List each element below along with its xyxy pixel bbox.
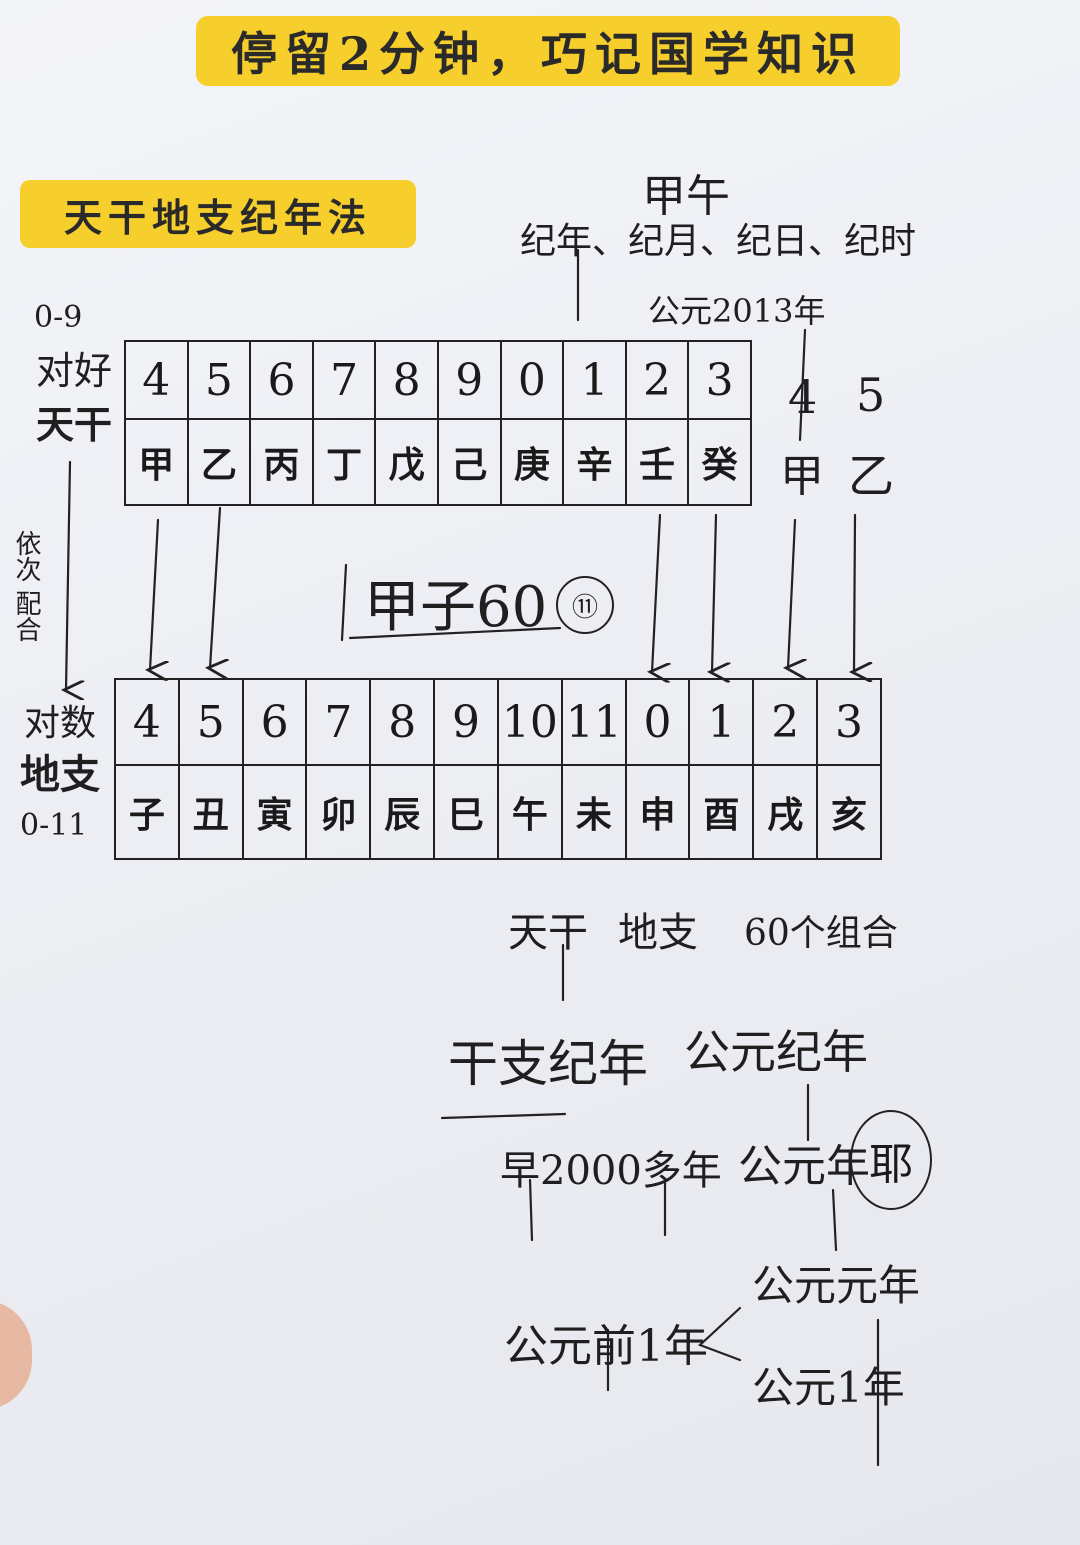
branch-char: 午 xyxy=(496,764,563,860)
branch-char: 申 xyxy=(624,764,691,860)
stem-number: 0 xyxy=(499,340,565,420)
branch-number: 2 xyxy=(752,678,819,766)
stem-char: 丁 xyxy=(311,418,377,506)
arrow-extra-yi xyxy=(854,513,855,672)
note-early-2000: 早2000多年 xyxy=(500,1148,722,1194)
stem-number: 5 xyxy=(186,340,252,420)
branch-number: 5 xyxy=(177,678,244,766)
stem-number: 1 xyxy=(562,340,627,420)
extra-stem-number: 4 xyxy=(788,370,818,424)
branch-number: 7 xyxy=(305,678,372,766)
arrow-stem-to-branch-jia xyxy=(150,518,158,670)
jiazi-left-bar xyxy=(340,563,348,642)
stems-label: 天干 xyxy=(36,403,113,447)
branch-char: 卯 xyxy=(305,764,372,860)
page-title-banner: 停留2分钟，巧记国学知识 xyxy=(196,16,900,86)
branch-number: 3 xyxy=(816,678,882,766)
branches-scribble: 对数 xyxy=(24,703,97,744)
branch-char: 亥 xyxy=(816,764,882,860)
branch-char: 寅 xyxy=(241,764,308,860)
branch-number: 8 xyxy=(369,678,436,766)
note-tiangan: 天干 xyxy=(508,910,588,956)
branch-number: 10 xyxy=(496,678,563,766)
side-note: 依次 配合 xyxy=(11,530,41,643)
stem-number: 4 xyxy=(124,340,189,420)
jiazi-underline xyxy=(348,626,562,640)
arrow-stem-to-branch-yi xyxy=(210,506,220,668)
note-sixty-combos: 60个组合 xyxy=(744,913,898,954)
extra-stem-number: 5 xyxy=(856,368,886,422)
branch-number: 0 xyxy=(624,678,691,766)
stem-char: 戊 xyxy=(374,418,439,506)
stem-char: 甲 xyxy=(124,418,189,506)
stem-char: 癸 xyxy=(687,418,752,506)
branch-number: 11 xyxy=(560,678,627,766)
note-gongyuan-dating: 公元纪年 xyxy=(684,1025,868,1079)
stroke-2013-down xyxy=(798,328,807,442)
arrow-stem-to-branch-ren xyxy=(652,513,660,672)
stem-number: 2 xyxy=(624,340,690,420)
note-yuan-year: 公元元年 xyxy=(752,1261,921,1310)
stems-char-row: 甲 乙 丙 丁 戊 己 庚 辛 壬 癸 xyxy=(124,418,752,506)
branch-number: 4 xyxy=(114,678,180,766)
stems-scribble: 对好 xyxy=(36,349,113,393)
page-title: 停留2分钟，巧记国学知识 xyxy=(230,27,865,81)
jiazi-circle: ⑪ xyxy=(556,576,614,634)
extra-stem-char: 乙 xyxy=(848,449,894,503)
stem-number: 7 xyxy=(311,340,377,420)
stem-char: 壬 xyxy=(624,418,690,506)
note-dating-methods: 纪年、纪月、纪日、纪时 xyxy=(520,221,917,262)
stroke-gongyuan-year-down xyxy=(831,1188,838,1252)
branch-number: 6 xyxy=(241,678,308,766)
jiazi-circle-text: ⑪ xyxy=(571,592,598,623)
branches-char-row: 子 丑 寅 卯 辰 巳 午 未 申 酉 戌 亥 xyxy=(114,764,882,860)
stems-number-row: 4 5 6 7 8 9 0 1 2 3 xyxy=(124,340,752,420)
branch-char: 辰 xyxy=(369,764,436,860)
branch-number: 9 xyxy=(433,678,499,766)
branch-number: 1 xyxy=(688,678,755,766)
branch-char: 未 xyxy=(560,764,627,860)
stem-number: 3 xyxy=(687,340,752,420)
section-title-banner: 天干地支纪年法 xyxy=(20,180,416,248)
stem-char: 乙 xyxy=(186,418,252,506)
section-title: 天干地支纪年法 xyxy=(63,194,372,240)
ganzhi-underline xyxy=(440,1112,567,1120)
note-dizhi: 地支 xyxy=(618,910,698,956)
stem-char: 己 xyxy=(436,418,502,506)
note-one-year: 公元1年 xyxy=(752,1363,905,1412)
note-jiazi: 甲子60 xyxy=(364,575,548,640)
stem-char: 庚 xyxy=(499,418,565,506)
ye-circle: 耶 xyxy=(850,1110,932,1210)
stem-char: 辛 xyxy=(562,418,627,506)
arrow-left-vertical xyxy=(66,460,70,690)
stem-number: 6 xyxy=(249,340,314,420)
branches-label: 地支 xyxy=(20,752,100,798)
arrow-stem-to-branch-gui xyxy=(712,513,716,672)
ye-circle-text: 耶 xyxy=(869,1139,913,1190)
stems-range-note: 0-9 xyxy=(34,300,83,335)
stem-number: 9 xyxy=(436,340,502,420)
note-gongyuan-year: 公元年 xyxy=(738,1141,870,1192)
note-jiawu: 甲午 xyxy=(642,171,730,222)
branch-char: 戌 xyxy=(752,764,819,860)
earthly-branches-table: 4 5 6 7 8 9 10 11 0 1 2 3 子 丑 寅 卯 辰 巳 午 … xyxy=(114,678,882,860)
branches-number-row: 4 5 6 7 8 9 10 11 0 1 2 3 xyxy=(114,678,882,766)
note-ganzhi-dating: 干支纪年 xyxy=(448,1035,648,1093)
heavenly-stems-table: 4 5 6 7 8 9 0 1 2 3 甲 乙 丙 丁 戊 己 庚 辛 壬 癸 xyxy=(124,340,752,506)
branch-char: 巳 xyxy=(433,764,499,860)
stem-number: 8 xyxy=(374,340,439,420)
note-year-2013: 公元2013年 xyxy=(648,292,826,330)
stem-char: 丙 xyxy=(249,418,314,506)
branch-char: 酉 xyxy=(688,764,755,860)
branch-char: 丑 xyxy=(177,764,244,860)
note-qian-year: 公元前1年 xyxy=(504,1321,708,1372)
branch-split-stroke xyxy=(697,1306,742,1362)
stroke-early-down xyxy=(528,1178,534,1242)
arrow-extra-jia xyxy=(788,518,795,668)
extra-stem-char: 甲 xyxy=(780,451,824,502)
branches-range: 0-11 xyxy=(20,808,88,843)
branch-char: 子 xyxy=(114,764,180,860)
